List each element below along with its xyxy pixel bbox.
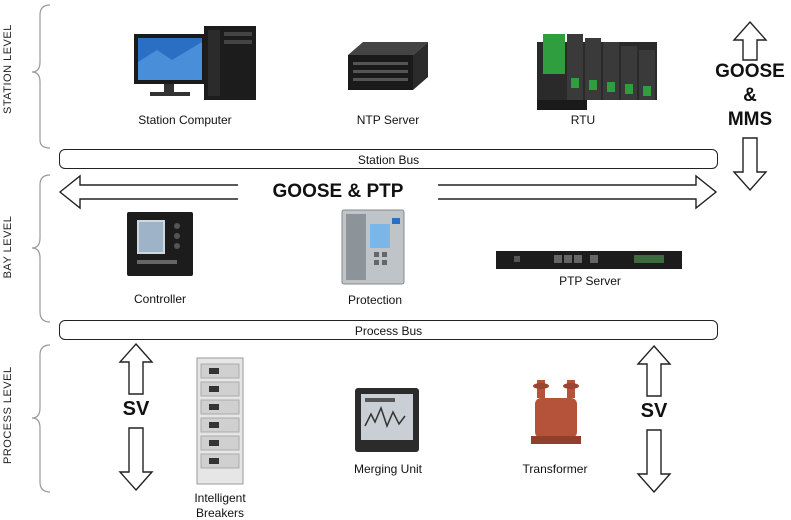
protection-icon	[341, 209, 405, 285]
ntp-server-icon	[348, 42, 428, 90]
intelligent-breakers-label-line1: Intelligent	[194, 491, 246, 505]
transformer-label: Transformer	[522, 462, 588, 476]
merging-unit-label: Merging Unit	[353, 462, 423, 476]
station-computer-icon	[134, 26, 256, 100]
sv-left-text: SV	[122, 398, 150, 420]
ptp-server-icon	[496, 251, 682, 269]
intelligent-breakers-icon	[196, 357, 244, 485]
controller-label: Controller	[133, 292, 187, 306]
controller-icon	[127, 212, 193, 276]
goose-ptp-text: GOOSE & PTP	[238, 181, 438, 203]
station-bus: Station Bus	[59, 149, 718, 169]
rtu-icon	[537, 34, 657, 110]
process-bus: Process Bus	[59, 320, 718, 340]
rtu-label: RTU	[570, 113, 596, 127]
intelligent-breakers-label-line2: Breakers	[195, 506, 245, 520]
station-computer-label: Station Computer	[138, 113, 232, 127]
goose-mms-text-goose: GOOSE	[715, 61, 785, 82]
goose-mms-text-mms: MMS	[727, 109, 773, 130]
process-level-label: PROCESS LEVEL	[2, 366, 14, 464]
ptp-server-label: PTP Server	[559, 274, 621, 288]
goose-mms-text-amp: &	[743, 85, 757, 106]
station-level-label: STATION LEVEL	[2, 24, 14, 114]
sv-right-text: SV	[640, 400, 668, 422]
goose-mms-arrow	[732, 20, 768, 192]
ntp-server-label: NTP Server	[356, 113, 420, 127]
transformer-icon	[531, 380, 581, 444]
merging-unit-icon	[355, 388, 419, 452]
protection-label: Protection	[347, 293, 403, 307]
bay-level-label: BAY LEVEL	[2, 215, 14, 279]
level-brackets	[31, 4, 51, 493]
sv-right-arrow	[636, 344, 672, 494]
sv-left-arrow	[118, 342, 154, 492]
